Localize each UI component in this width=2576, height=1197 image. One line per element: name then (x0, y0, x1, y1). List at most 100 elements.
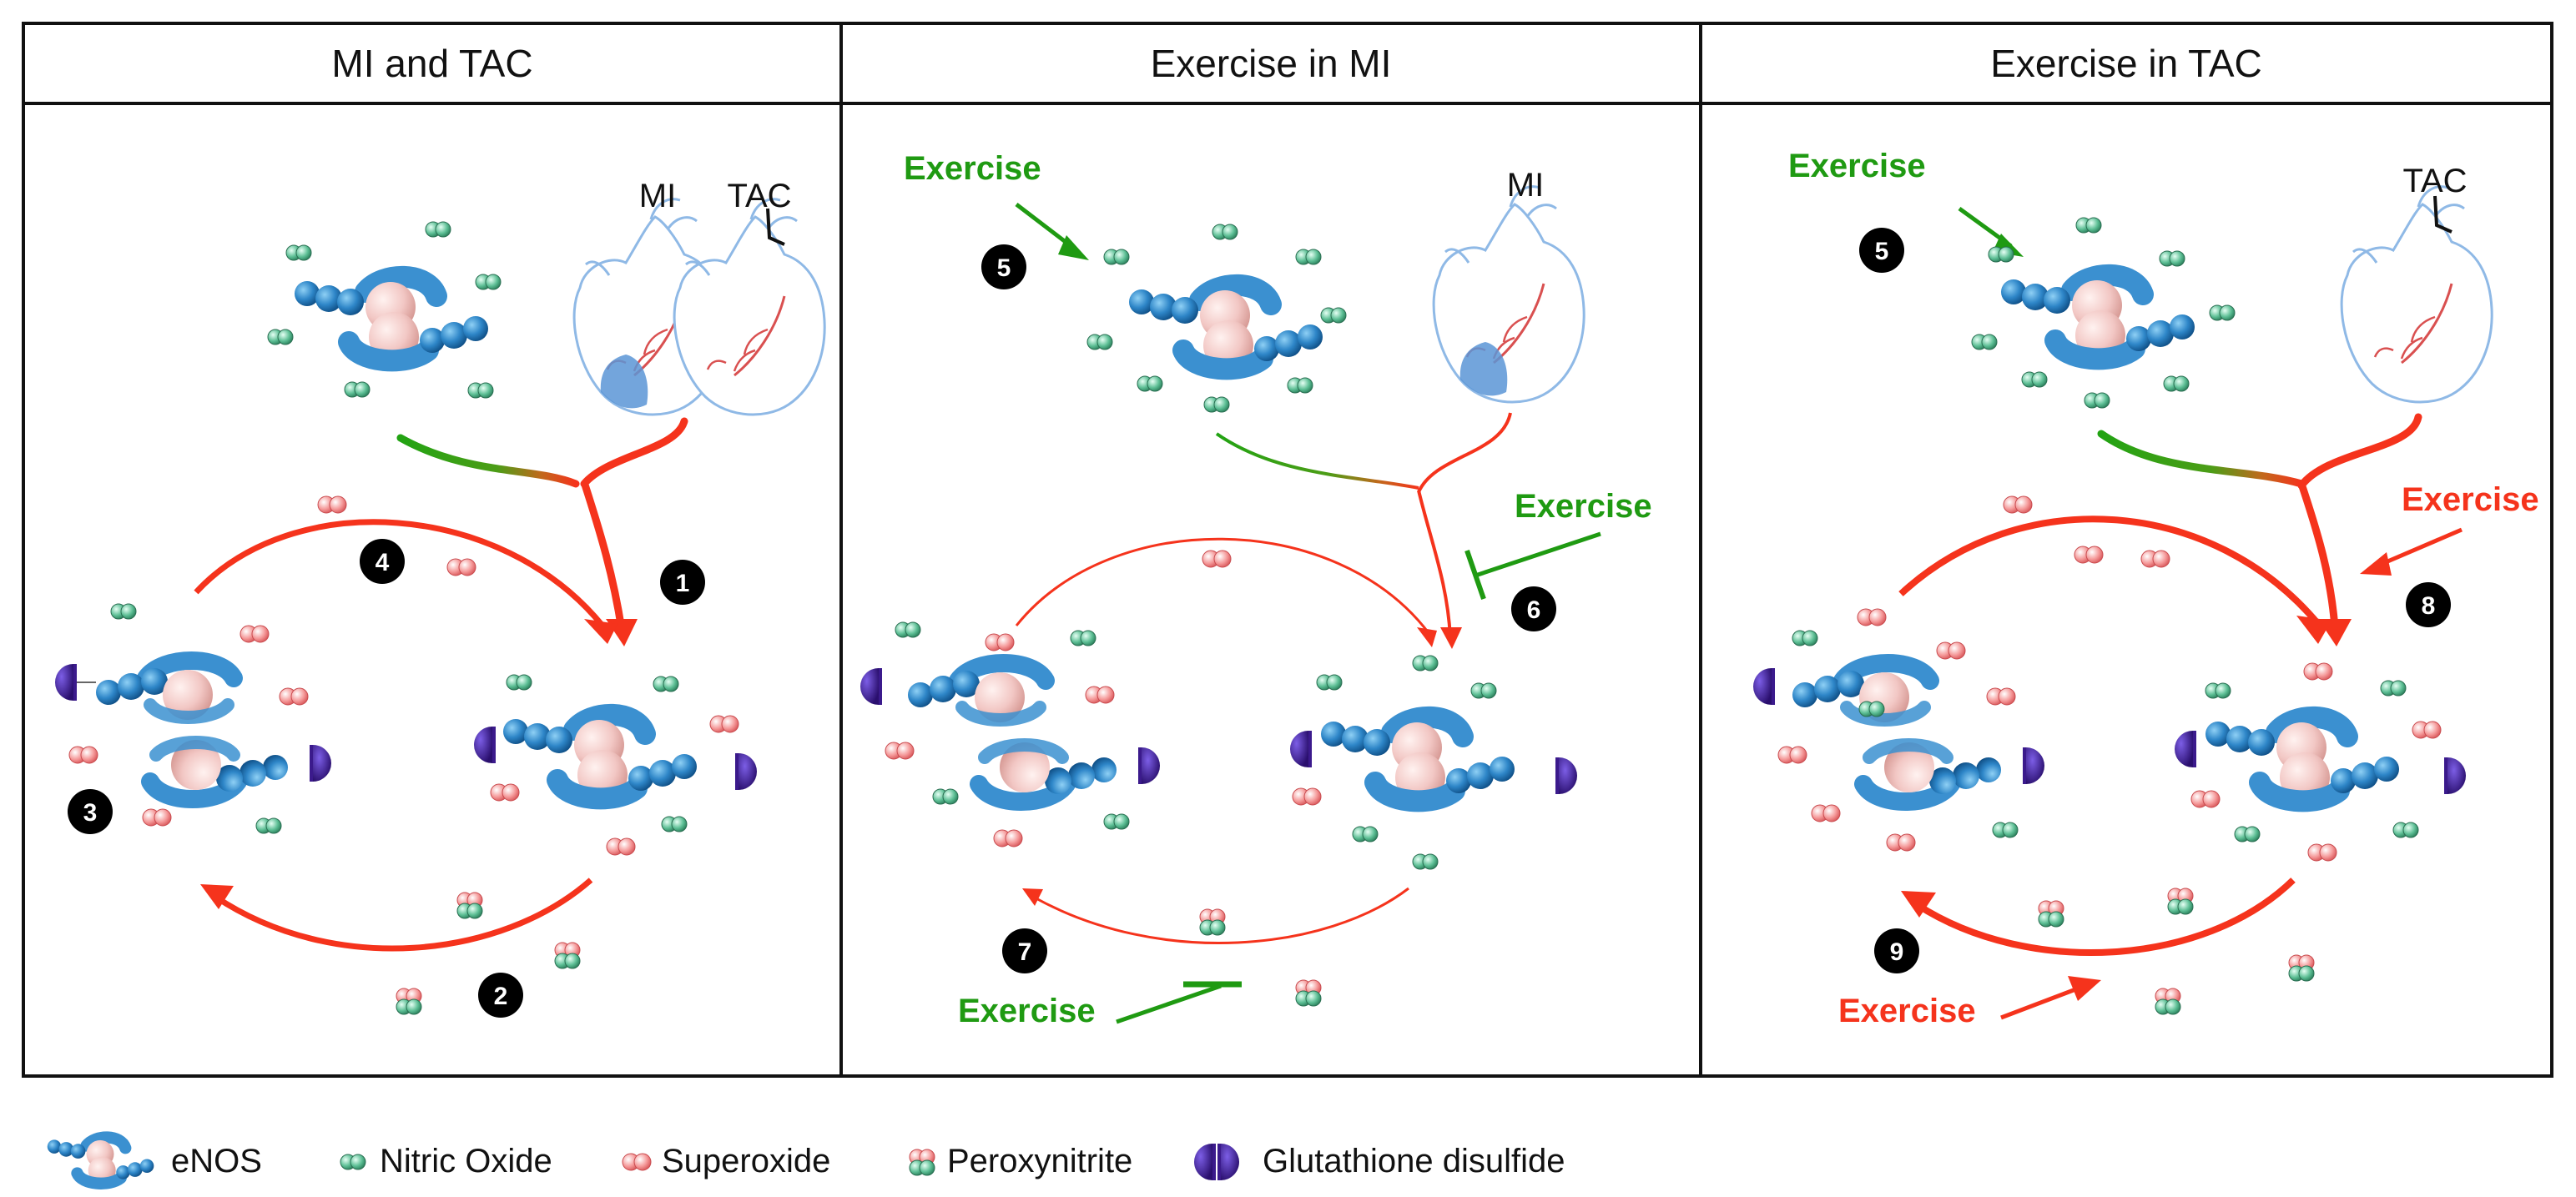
peroxynitrite-icon (2167, 888, 2194, 915)
pathway-arrow (2297, 482, 2339, 628)
panel-3-title: Exercise in TAC (1990, 42, 2262, 85)
peroxynitrite-icon (2155, 988, 2181, 1015)
nitric-oxide-icon (1295, 249, 1322, 265)
arrowhead (1440, 627, 1462, 649)
peroxynitrite-icon (396, 988, 422, 1015)
stress-pathway-arrow (2297, 413, 2422, 490)
svg-text:6: 6 (1527, 596, 1541, 624)
nitric-oxide-icon (2075, 217, 2102, 234)
panel-2: Exercise 5 MI Exercise 6 (860, 150, 1652, 1029)
step-3-marker: 3 (68, 789, 113, 834)
nitric-oxide-icon (110, 603, 137, 620)
panel-2-title: Exercise in MI (1151, 42, 1392, 85)
superoxide-icon (317, 495, 347, 514)
step-8-marker: 8 (2406, 582, 2451, 627)
svg-text:5: 5 (1875, 238, 1889, 265)
superoxide-icon (606, 837, 636, 856)
legend-item-enos: eNOS (48, 1138, 262, 1184)
legend-label: eNOS (171, 1143, 262, 1179)
superoxide-icon (993, 829, 1023, 847)
superoxide-icon (446, 558, 476, 576)
nitric-oxide-icon (1988, 246, 2014, 263)
superoxide-icon (709, 715, 739, 733)
legend: eNOS Nitric Oxide Superoxide Peroxynitri… (48, 1138, 1565, 1184)
panel-1-title: MI and TAC (331, 42, 532, 85)
superoxide-icon (2140, 550, 2170, 568)
pathway-arrow-1 (580, 480, 626, 631)
superoxide-icon (2303, 662, 2333, 681)
nitric-oxide-icon (2205, 682, 2231, 699)
nitric-oxide-icon (467, 382, 494, 399)
step-9-marker: 9 (1874, 928, 1919, 973)
nitric-oxide-icon (340, 1154, 366, 1170)
nitric-oxide-icon (1070, 630, 1096, 646)
svg-text:8: 8 (2422, 592, 2436, 620)
legend-label: Superoxide (662, 1143, 830, 1179)
enos-icon (48, 1138, 154, 1184)
step-6-marker: 6 (1511, 586, 1556, 631)
svg-text:9: 9 (1890, 938, 1904, 966)
arrowhead (584, 619, 618, 644)
superoxide-icon (1777, 746, 1807, 764)
nitric-oxide-icon (1320, 307, 1347, 324)
superoxide-icon (142, 808, 172, 827)
nitric-oxide-icon (1412, 655, 1439, 671)
nitric-oxide-icon (1103, 249, 1130, 265)
nitric-oxide-icon (506, 674, 532, 691)
exercise-label: Exercise (904, 150, 1041, 187)
legend-item-peroxynitrite: Peroxynitrite (909, 1143, 1132, 1179)
superoxide-icon (1811, 804, 1841, 822)
legend-item-nitric-oxide: Nitric Oxide (340, 1143, 552, 1179)
peroxynitrite-icon (909, 1149, 935, 1176)
superoxide-icon (279, 687, 309, 706)
uncoupling-arc-arrow (194, 519, 605, 628)
svg-text:1: 1 (676, 570, 690, 597)
legend-item-glutathione-disulfide: Glutathione disulfide (1194, 1143, 1565, 1180)
legend-label: Nitric Oxide (380, 1143, 552, 1179)
nitric-oxide-icon (2159, 250, 2185, 267)
nitric-oxide-icon (1137, 375, 1163, 392)
peroxynitrite-arc-arrow (1915, 878, 2296, 956)
stress-pathway-arrow (1417, 412, 1512, 493)
peroxynitrite-icon (2038, 900, 2064, 928)
step-1-marker: 1 (660, 560, 705, 605)
heart-label-mi: MI (639, 178, 676, 214)
figure-frame (22, 22, 2553, 1078)
svg-text:5: 5 (997, 254, 1011, 282)
superoxide-icon (68, 746, 98, 764)
nitric-oxide-icon (2392, 822, 2419, 838)
arrowhead (1417, 627, 1437, 647)
step-2-marker: 2 (478, 973, 523, 1018)
superoxide-icon (1857, 608, 1887, 626)
nitric-oxide-icon (1203, 396, 1230, 413)
superoxide-icon (1085, 686, 1115, 704)
nitric-oxide-icon (267, 329, 294, 345)
arrowhead (2068, 976, 2101, 1001)
arrowhead (2296, 616, 2332, 644)
nitric-oxide-icon (475, 274, 502, 290)
nitric-oxide-icon (285, 244, 312, 261)
healthy-pathway-arrow (2097, 430, 2306, 488)
nitric-oxide-icon (1212, 224, 1238, 240)
exercise-label: Exercise (958, 993, 1096, 1029)
peroxynitrite-icon (1199, 908, 1226, 936)
panel-3: Exercise 5 TAC Exercise 8 (1753, 148, 2539, 1029)
superoxide-icon (622, 1153, 652, 1171)
legend-label: Peroxynitrite (947, 1143, 1132, 1179)
step-7-marker: 7 (1002, 928, 1047, 973)
nitric-oxide-icon (1287, 377, 1313, 394)
superoxide-icon (239, 625, 270, 643)
peroxynitrite-icon (456, 892, 483, 919)
nitric-oxide-icon (1352, 826, 1379, 842)
nitric-oxide-icon (2380, 680, 2407, 697)
svg-text:4: 4 (376, 549, 390, 576)
step-4-marker: 4 (360, 539, 405, 584)
superoxide-icon (2003, 495, 2033, 514)
nitric-oxide-icon (1086, 334, 1113, 350)
peroxynitrite-icon (2288, 954, 2315, 982)
peroxynitrite-icon (1295, 979, 1322, 1007)
exercise-label: Exercise (1788, 148, 1926, 184)
superoxide-icon (1936, 641, 1966, 660)
arrowhead (200, 884, 234, 909)
